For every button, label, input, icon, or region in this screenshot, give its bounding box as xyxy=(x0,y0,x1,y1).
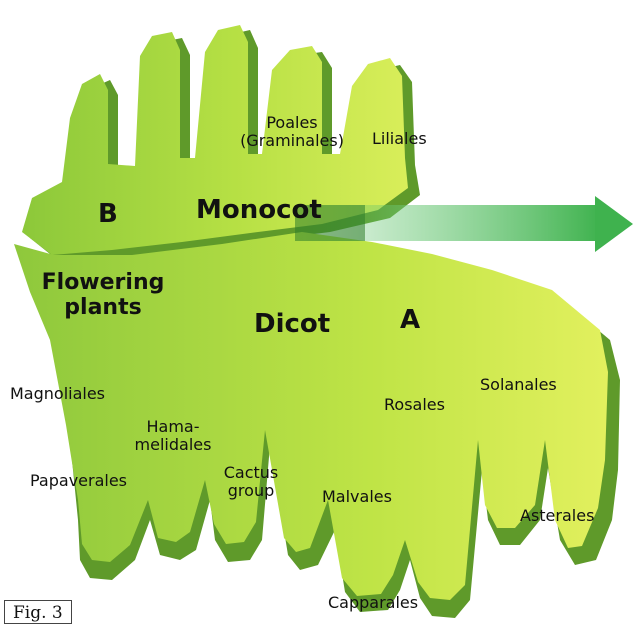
label-asterales: Asterales xyxy=(520,507,594,525)
label-hama-line2: melidales xyxy=(128,436,218,454)
label-flowering-plants: Flowering plants xyxy=(38,270,168,321)
label-solanales: Solanales xyxy=(480,376,557,394)
label-magnoliales: Magnoliales xyxy=(10,385,105,403)
label-papaverales: Papaverales xyxy=(30,472,127,490)
label-flowering-line2: plants xyxy=(38,295,168,320)
label-cactus-line2: group xyxy=(216,482,286,500)
figure-caption: Fig. 3 xyxy=(4,600,72,624)
label-poales: Poales (Graminales) xyxy=(232,114,352,151)
label-dicot: Dicot xyxy=(254,310,330,340)
label-capparales: Capparales xyxy=(328,594,418,612)
label-a: A xyxy=(400,306,420,336)
label-poales-line1: Poales xyxy=(232,114,352,132)
label-malvales: Malvales xyxy=(322,488,392,506)
label-poales-line2: (Graminales) xyxy=(232,132,352,150)
label-liliales: Liliales xyxy=(372,130,427,148)
label-cactus-group: Cactus group xyxy=(216,464,286,501)
label-rosales: Rosales xyxy=(384,396,445,414)
label-hama-line1: Hama- xyxy=(128,418,218,436)
label-flowering-line1: Flowering xyxy=(38,270,168,295)
label-b: B xyxy=(98,200,118,230)
label-cactus-line1: Cactus xyxy=(216,464,286,482)
label-hamamelidales: Hama- melidales xyxy=(128,418,218,455)
label-monocot: Monocot xyxy=(196,196,322,226)
